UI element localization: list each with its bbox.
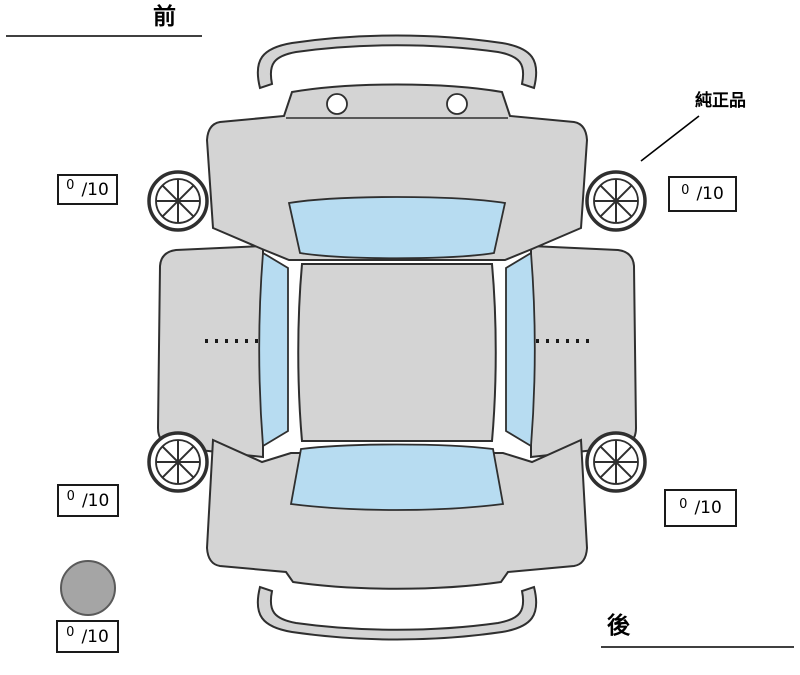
front-left-wheel	[147, 170, 209, 232]
rear-label: 後	[607, 613, 630, 639]
right-side-window-glass	[505, 251, 536, 448]
tread-denominator: /10	[81, 490, 110, 511]
front-bumper-panel	[256, 34, 538, 90]
tread-denominator: /10	[694, 498, 722, 518]
tread-box-front-left: 0 /10	[57, 174, 118, 205]
roof-panel	[297, 263, 497, 442]
rear-bumper-panel	[256, 585, 538, 641]
tread-value: 0	[66, 178, 75, 193]
tread-denominator: /10	[696, 184, 724, 204]
windshield-glass	[287, 196, 507, 260]
hood-circle-left	[326, 93, 348, 115]
left-door-panel	[156, 244, 264, 459]
tread-box-rear-right: 0 /10	[664, 489, 737, 527]
tread-denominator: /10	[81, 179, 109, 200]
tread-value: 0	[66, 625, 75, 640]
tread-box-front-right: 0 /10	[668, 176, 737, 212]
rear-left-wheel	[147, 431, 209, 493]
right-door-panel	[530, 244, 638, 459]
tread-value: 0	[66, 489, 75, 504]
genuine-parts-label: 純正品	[695, 91, 746, 111]
rear-right-wheel	[585, 431, 647, 493]
tread-denominator: /10	[81, 626, 109, 647]
front-right-wheel	[585, 170, 647, 232]
front-label: 前	[153, 4, 176, 30]
tread-box-spare: 0 /10	[56, 620, 119, 653]
hood-circle-right	[446, 93, 468, 115]
tread-value: 0	[679, 496, 688, 512]
tread-value: 0	[681, 182, 690, 198]
genuine-parts-leader-line	[640, 115, 700, 162]
tread-box-rear-left: 0 /10	[57, 484, 119, 517]
spare-tire-circle	[60, 560, 116, 616]
left-side-window-glass	[258, 251, 289, 448]
rear-window-glass	[289, 443, 505, 511]
